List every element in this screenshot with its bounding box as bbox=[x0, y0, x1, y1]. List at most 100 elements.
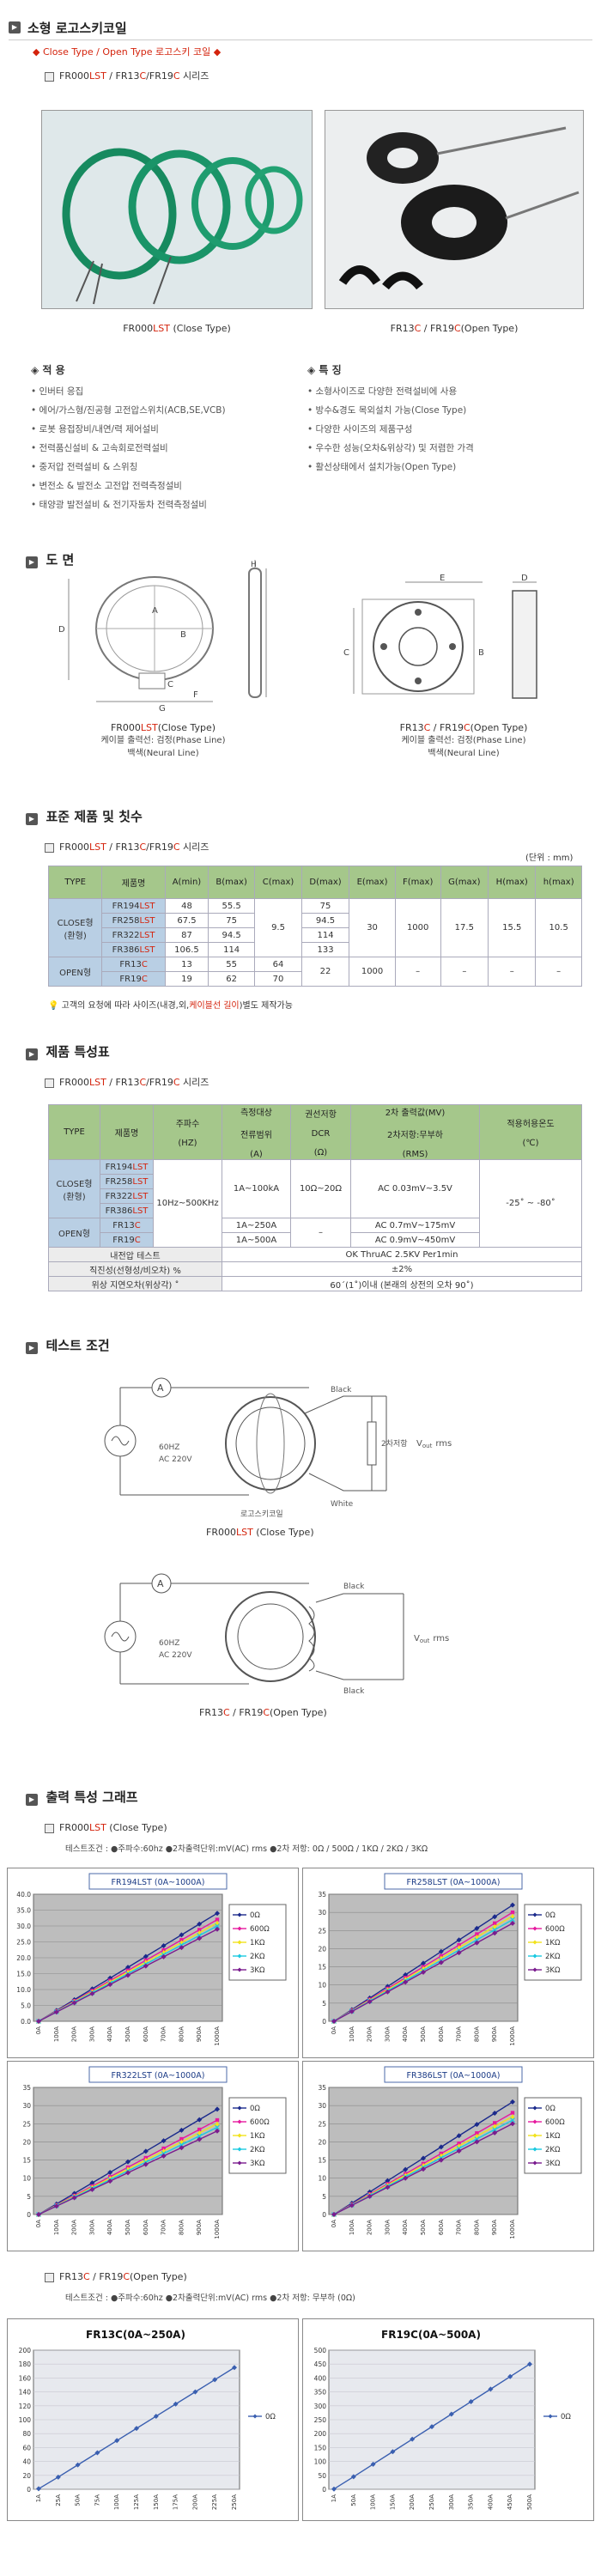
data-point bbox=[107, 2169, 113, 2175]
data-point bbox=[493, 1921, 497, 1926]
data-point bbox=[421, 2155, 426, 2161]
svg-text:60HZ: 60HZ bbox=[159, 1443, 179, 1452]
bullet-icon: • bbox=[31, 500, 39, 510]
y-tick-label: 25 bbox=[22, 2120, 31, 2128]
y-tick-label: 0 bbox=[322, 2211, 326, 2219]
data-point bbox=[492, 1930, 498, 1936]
chart-title: FR322LST (0A~1000A) bbox=[112, 2071, 205, 2081]
legend-label: 0Ω bbox=[250, 2105, 260, 2113]
list-item: • 변전소 & 발전소 고전압 전력측정설비 bbox=[31, 481, 182, 491]
bullet-icon: • bbox=[307, 443, 316, 453]
data-point bbox=[53, 2203, 59, 2209]
section-arrow-icon: ▶ bbox=[26, 1794, 38, 1806]
x-tick-label: 500A bbox=[124, 2220, 131, 2235]
data-point bbox=[421, 2166, 426, 2172]
data-point bbox=[94, 2450, 100, 2456]
data-point bbox=[421, 1969, 426, 1975]
y-tick-label: 30.0 bbox=[16, 1923, 31, 1930]
x-tick-label: 1000A bbox=[509, 2220, 516, 2239]
black-clamp-illustration bbox=[338, 126, 580, 290]
x-tick-label: 500A bbox=[124, 2026, 131, 2042]
close-test-conditions: 테스트조건 : ●주파수:60hz ●2차출력단위:mV(AC) rms ●2차… bbox=[65, 1844, 428, 1854]
x-tick-label: 600A bbox=[438, 2220, 445, 2235]
data-point bbox=[192, 2389, 198, 2395]
data-point bbox=[474, 2136, 480, 2142]
test-circuit-close-caption: FR000LST (Close Type) bbox=[206, 1527, 314, 1538]
table-row: FR19C 1A~500A AC 0.9mV~450mV bbox=[49, 1232, 582, 1248]
data-point bbox=[474, 1925, 480, 1931]
y-tick-label: 140 bbox=[19, 2389, 32, 2397]
data-point bbox=[197, 1933, 203, 1939]
data-point bbox=[438, 2157, 444, 2163]
data-point bbox=[114, 2438, 120, 2444]
table-row: FR322LST bbox=[49, 1188, 582, 1204]
bullet-icon: • bbox=[31, 443, 39, 453]
list-item: • 전력품신설비 & 고속회로전력설비 bbox=[31, 443, 168, 453]
svg-text:Black: Black bbox=[331, 1386, 352, 1394]
features-block: ◈ 특 징 • 소형사이즈로 다양한 전력설비에 사용• 방수&경도 목외설치 … bbox=[307, 362, 591, 477]
legend-marker bbox=[548, 2414, 553, 2419]
data-point bbox=[367, 2193, 373, 2199]
data-point bbox=[492, 2123, 498, 2129]
bullet-icon: • bbox=[307, 462, 316, 472]
section-arrow-icon: ▶ bbox=[26, 813, 38, 825]
y-tick-label: 15 bbox=[22, 2157, 31, 2165]
y-tick-label: 0 bbox=[27, 2486, 31, 2494]
y-tick-label: 10 bbox=[22, 2175, 31, 2183]
close-type-dimension-drawing: D A B C G F H bbox=[58, 560, 267, 714]
x-tick-label: 1000A bbox=[214, 2026, 221, 2046]
data-point bbox=[474, 1940, 480, 1946]
data-point bbox=[385, 2184, 391, 2190]
y-tick-label: 25.0 bbox=[16, 1939, 31, 1947]
data-point bbox=[367, 2189, 373, 2195]
data-point bbox=[197, 1928, 202, 1932]
page-title: 소형 로고스키코일 bbox=[27, 21, 127, 36]
y-tick-label: 25 bbox=[318, 2120, 326, 2128]
list-item: • 소형사이즈로 다양한 전력설비에 사용 bbox=[307, 386, 458, 397]
data-point bbox=[125, 1972, 131, 1978]
data-point bbox=[507, 2373, 513, 2379]
data-point bbox=[492, 2111, 498, 2117]
legend-marker bbox=[532, 1967, 537, 1972]
legend-marker bbox=[237, 2105, 242, 2111]
data-point bbox=[403, 2166, 409, 2172]
x-tick-label: 800A bbox=[473, 2220, 480, 2235]
x-tick-label: 800A bbox=[178, 2220, 185, 2235]
y-tick-label: 200 bbox=[314, 2430, 327, 2438]
y-tick-label: 40 bbox=[22, 2458, 31, 2466]
y-tick-label: 180 bbox=[19, 2360, 32, 2368]
x-tick-label: 1000A bbox=[214, 2220, 221, 2239]
x-tick-label: 500A bbox=[420, 2026, 427, 2042]
data-point bbox=[456, 1937, 462, 1943]
chart-title: FR19C(0A~500A) bbox=[381, 2329, 481, 2341]
data-point bbox=[179, 1945, 185, 1951]
close-type-photo-caption: FR000LST (Close Type) bbox=[123, 323, 231, 334]
y-tick-label: 20 bbox=[318, 2138, 326, 2146]
data-point bbox=[161, 2153, 167, 2159]
data-point bbox=[403, 1979, 409, 1985]
y-tick-label: 25 bbox=[318, 1927, 326, 1935]
x-tick-label: 1A bbox=[35, 2494, 42, 2502]
x-tick-label: 50A bbox=[350, 2494, 357, 2506]
x-tick-label: 900A bbox=[196, 2220, 203, 2235]
x-tick-label: 300A bbox=[88, 2220, 95, 2235]
x-tick-label: 400A bbox=[402, 2220, 409, 2235]
x-tick-label: 125A bbox=[133, 2494, 140, 2510]
header-arrow-icon: ▶ bbox=[9, 21, 21, 33]
x-tick-label: 800A bbox=[473, 2026, 480, 2042]
legend-marker bbox=[532, 2119, 537, 2124]
data-point bbox=[475, 2131, 479, 2136]
legend-label: 3KΩ bbox=[545, 1966, 561, 1975]
x-tick-label: 500A bbox=[420, 2220, 427, 2235]
data-point bbox=[510, 2099, 515, 2105]
legend-label: 600Ω bbox=[545, 1925, 565, 1934]
